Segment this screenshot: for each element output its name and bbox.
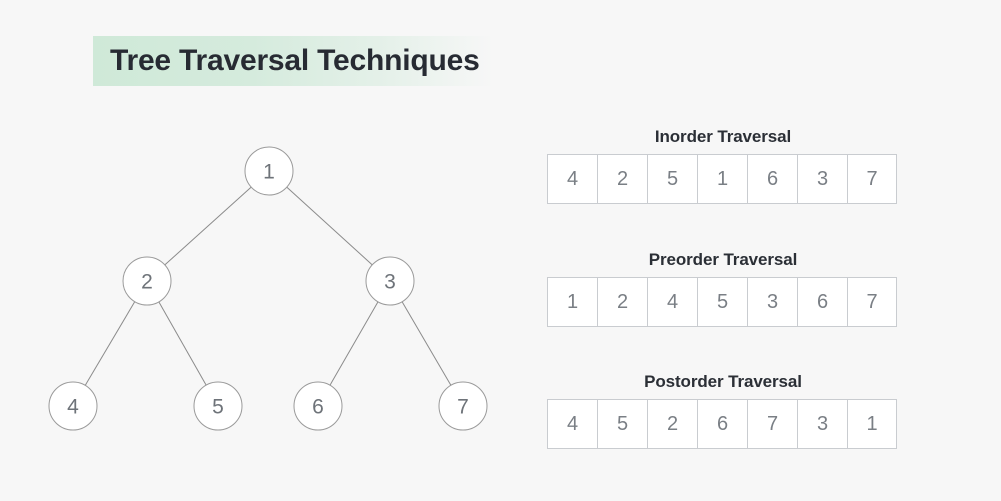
- traversal-cell: 3: [797, 154, 847, 204]
- traversal-cell: 6: [747, 154, 797, 204]
- tree-node-label: 3: [384, 271, 396, 294]
- tree-edge: [84, 301, 136, 386]
- traversal-cell: 7: [847, 154, 897, 204]
- tree-node-4[interactable]: 4: [48, 381, 98, 431]
- traversal-cell: 1: [847, 399, 897, 449]
- tree-node-label: 5: [212, 396, 224, 419]
- tree-edge: [329, 301, 379, 386]
- tree-node-7[interactable]: 7: [438, 381, 488, 431]
- traversal-cell: 2: [597, 277, 647, 327]
- tree-node-label: 6: [312, 396, 324, 419]
- traversal-cell: 2: [647, 399, 697, 449]
- tree-node-circle: [193, 381, 243, 431]
- traversal-cell: 4: [647, 277, 697, 327]
- tree-node-label: 2: [141, 271, 153, 294]
- tree-node-circle: [438, 381, 488, 431]
- tree-node-label: 4: [67, 396, 79, 419]
- traversal-heading-preorder: Preorder Traversal: [648, 250, 798, 269]
- tree-edge: [164, 186, 252, 266]
- tree-node-3[interactable]: 3: [365, 256, 415, 306]
- tree-node-1[interactable]: 1: [244, 146, 294, 196]
- tree-node-circle: [48, 381, 98, 431]
- traversal-heading-inorder: Inorder Traversal: [654, 127, 792, 146]
- traversal-cell: 5: [697, 277, 747, 327]
- binary-tree-diagram: 1 2 3 4 5 6 7: [48, 146, 488, 431]
- tree-node-2[interactable]: 2: [122, 256, 172, 306]
- traversal-cell: 1: [547, 277, 597, 327]
- traversal-cell: 5: [647, 154, 697, 204]
- traversal-cell: 3: [747, 277, 797, 327]
- traversal-cell: 6: [697, 399, 747, 449]
- page-title: Tree Traversal Techniques: [110, 44, 480, 77]
- traversal-cell: 3: [797, 399, 847, 449]
- tree-node-5[interactable]: 5: [193, 381, 243, 431]
- traversal-cell: 5: [597, 399, 647, 449]
- tree-node-circle: [122, 256, 172, 306]
- tree-svg: 1 2 3 4 5 6 7: [48, 146, 488, 431]
- traversal-cell: 7: [847, 277, 897, 327]
- tree-node-circle: [365, 256, 415, 306]
- tree-node-label: 1: [263, 161, 275, 184]
- traversal-cell: 6: [797, 277, 847, 327]
- traversal-heading-postorder: Postorder Traversal: [644, 372, 802, 391]
- traversal-cell: 1: [697, 154, 747, 204]
- tree-node-circle: [244, 146, 294, 196]
- tree-edge: [158, 301, 207, 386]
- tree-edge: [401, 301, 452, 386]
- traversal-cell: 4: [547, 399, 597, 449]
- title-highlight: [93, 36, 493, 86]
- tree-edge: [286, 186, 373, 266]
- traversal-cell: 2: [597, 154, 647, 204]
- tree-node-6[interactable]: 6: [293, 381, 343, 431]
- traversal-cell: 7: [747, 399, 797, 449]
- tree-node-label: 7: [457, 396, 469, 419]
- tree-node-circle: [293, 381, 343, 431]
- traversal-cell: 4: [547, 154, 597, 204]
